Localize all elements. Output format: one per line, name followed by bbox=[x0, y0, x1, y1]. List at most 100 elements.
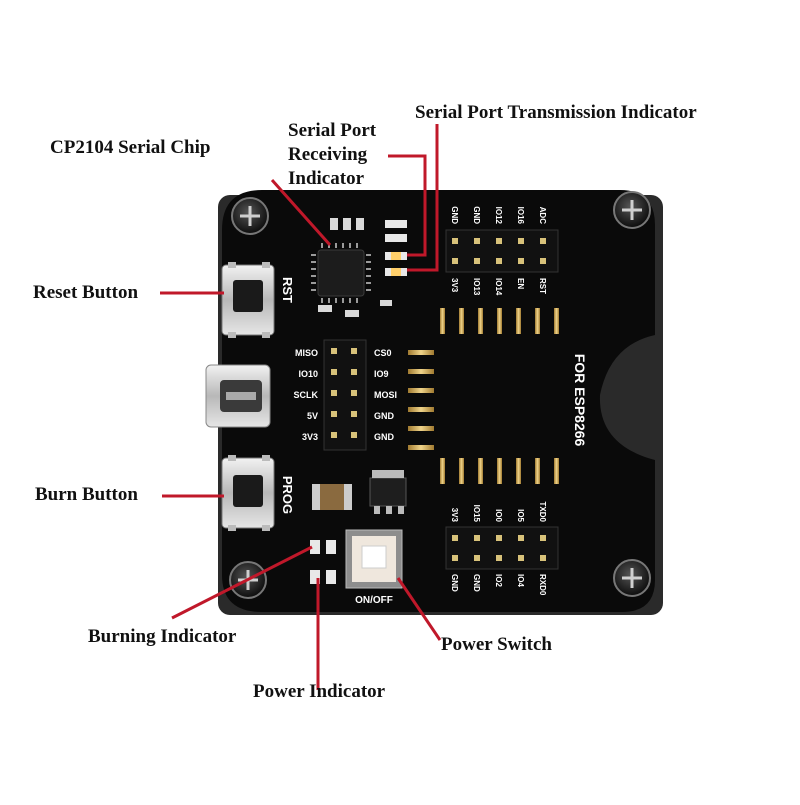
header-pin bbox=[518, 258, 524, 264]
header-pin bbox=[518, 238, 524, 244]
label-reset-button: Reset Button bbox=[33, 282, 139, 303]
cp2104-chip bbox=[311, 243, 371, 303]
callout-lines bbox=[160, 124, 442, 690]
header-pin bbox=[540, 555, 546, 561]
on-off-silk: ON/OFF bbox=[355, 595, 393, 606]
pin-silk-label: IO16 bbox=[516, 207, 525, 225]
socket-pin bbox=[516, 308, 521, 334]
header-pin bbox=[452, 535, 458, 541]
label-serial-rx-line3: Indicator bbox=[288, 168, 364, 189]
header-pin bbox=[351, 348, 357, 354]
screw-icon bbox=[613, 559, 651, 597]
socket-pin bbox=[440, 308, 445, 334]
label-serial-rx: Serial Port Receiving Indicator bbox=[288, 119, 376, 191]
socket-pin bbox=[516, 458, 521, 484]
header-pin bbox=[452, 258, 458, 264]
label-power-switch: Power Switch bbox=[441, 634, 552, 655]
socket-pin bbox=[408, 369, 434, 374]
label-serial-tx: Serial Port Transmission Indicator bbox=[415, 102, 697, 123]
label-power-indicator: Power Indicator bbox=[253, 681, 386, 702]
header-pin bbox=[518, 535, 524, 541]
top-pin-header bbox=[445, 229, 559, 273]
label-burning-indicator: Burning Indicator bbox=[88, 626, 237, 647]
pin-silk-label: IO14 bbox=[494, 278, 503, 296]
pin-silk-label: CS0 bbox=[374, 348, 392, 358]
header-pin bbox=[496, 258, 502, 264]
pin-silk-label: IO4 bbox=[516, 574, 525, 587]
screw-icon bbox=[231, 197, 269, 235]
pin-silk-label: GND bbox=[472, 206, 481, 224]
pin-silk-label: IO5 bbox=[516, 509, 525, 522]
esp-socket-pins-left bbox=[408, 350, 434, 450]
pin-silk-label: GND bbox=[450, 574, 459, 592]
header-pin bbox=[351, 390, 357, 396]
pin-silk-label: IO15 bbox=[472, 505, 481, 523]
socket-pin bbox=[440, 458, 445, 484]
socket-pin bbox=[478, 308, 483, 334]
header-pin bbox=[518, 555, 524, 561]
label-burn-button: Burn Button bbox=[35, 484, 138, 505]
pin-silk-label: SCLK bbox=[294, 390, 319, 400]
pin-silk-label: EN bbox=[516, 278, 525, 289]
header-pin bbox=[474, 238, 480, 244]
bottom-pin-header bbox=[445, 526, 559, 570]
header-pin bbox=[331, 348, 337, 354]
micro-usb-port bbox=[205, 364, 271, 428]
pin-silk-label: ADC bbox=[538, 207, 547, 225]
callout-burning bbox=[171, 545, 313, 620]
power-switch bbox=[345, 529, 403, 589]
callout-cp2104 bbox=[270, 179, 332, 246]
pin-silk-label: GND bbox=[450, 206, 459, 224]
burn-button bbox=[221, 455, 275, 531]
socket-pin bbox=[497, 458, 502, 484]
header-pin bbox=[540, 258, 546, 264]
callout-switch bbox=[396, 577, 442, 641]
esp-socket-pins-top bbox=[440, 308, 559, 334]
socket-pin bbox=[535, 308, 540, 334]
header-pin bbox=[331, 432, 337, 438]
middle-pin-header bbox=[323, 339, 367, 451]
prog-silk: PROG bbox=[280, 476, 295, 514]
header-pin bbox=[474, 535, 480, 541]
pin-silk-label: MISO bbox=[295, 348, 318, 358]
socket-pin bbox=[554, 458, 559, 484]
header-pin bbox=[351, 432, 357, 438]
pin-silk-label: RXD0 bbox=[538, 574, 547, 596]
socket-pin bbox=[554, 308, 559, 334]
voltage-regulator bbox=[369, 470, 407, 514]
rst-silk: RST bbox=[280, 277, 295, 303]
pin-silk-label: 3V3 bbox=[450, 278, 459, 293]
socket-pin bbox=[408, 350, 434, 355]
pin-silk-label: IO13 bbox=[472, 278, 481, 296]
socket-pin bbox=[408, 445, 434, 450]
header-pin bbox=[540, 238, 546, 244]
label-cp2104: CP2104 Serial Chip bbox=[50, 137, 211, 158]
socket-pin bbox=[408, 388, 434, 393]
screw-icon bbox=[613, 191, 651, 229]
label-serial-rx-line1: Serial Port bbox=[288, 120, 377, 141]
status-leds bbox=[310, 540, 336, 584]
pin-silk-label: IO2 bbox=[494, 574, 503, 587]
pin-silk-label: 3V3 bbox=[302, 432, 318, 442]
pin-silk-label: RST bbox=[538, 278, 547, 294]
socket-pin bbox=[478, 458, 483, 484]
header-pin bbox=[496, 555, 502, 561]
socket-pin bbox=[408, 426, 434, 431]
pin-silk-label: IO9 bbox=[374, 369, 389, 379]
socket-pin bbox=[408, 407, 434, 412]
callout-serial-tx bbox=[407, 124, 439, 272]
header-pin bbox=[331, 411, 337, 417]
pin-silk-label: IO12 bbox=[494, 207, 503, 225]
pin-silk-label: GND bbox=[374, 411, 395, 421]
socket-pin bbox=[497, 308, 502, 334]
label-serial-rx-line2: Receiving bbox=[288, 144, 368, 165]
pin-silk-label: GND bbox=[472, 574, 481, 592]
socket-pin bbox=[535, 458, 540, 484]
pin-silk-label: IO0 bbox=[494, 509, 503, 522]
reset-button bbox=[221, 262, 275, 338]
pin-silk-label: MOSI bbox=[374, 390, 397, 400]
pin-silk-label: TXD0 bbox=[538, 502, 547, 523]
header-pin bbox=[351, 369, 357, 375]
serial-led-indicators bbox=[385, 220, 407, 276]
